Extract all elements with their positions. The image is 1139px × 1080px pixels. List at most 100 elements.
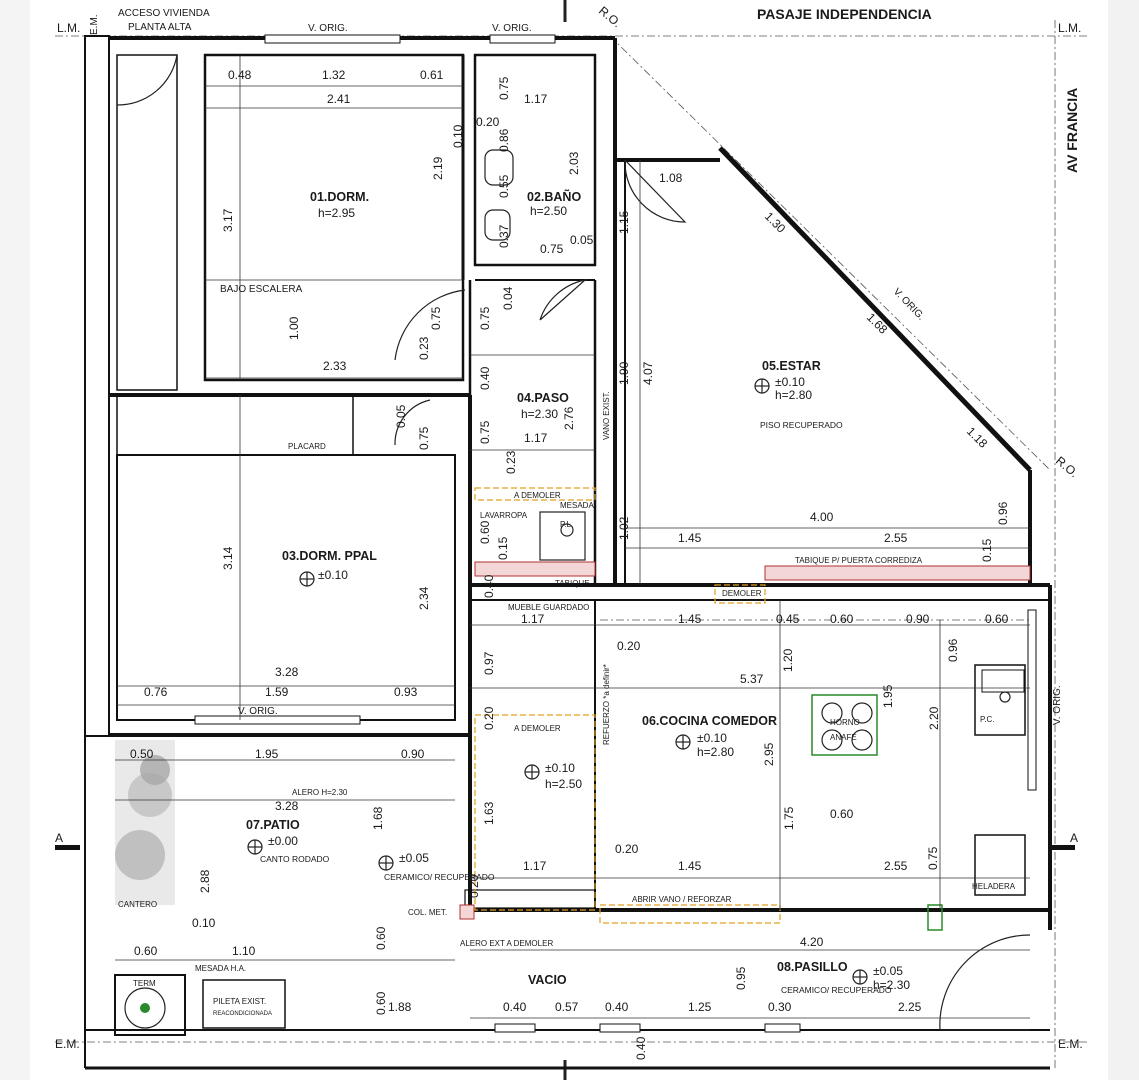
dimension-value: 4.00 bbox=[810, 510, 834, 524]
dimension-value: 0.96 bbox=[996, 501, 1010, 525]
mueble-label: MUEBLE GUARDADO bbox=[508, 603, 589, 612]
a-demoler-1: A DEMOLER bbox=[514, 491, 561, 500]
dimension-value: 0.90 bbox=[401, 747, 425, 761]
dimension-value: 1.25 bbox=[688, 1000, 712, 1014]
room-level: ±0.10 bbox=[318, 568, 348, 582]
room-name: 08.PASILLO bbox=[777, 960, 848, 974]
dimension-value: 1.45 bbox=[678, 859, 702, 873]
dimension-value: 2.88 bbox=[198, 869, 212, 893]
interior-walls bbox=[114, 53, 1026, 1036]
kitchen-fixtures bbox=[124, 149, 1025, 1029]
dimension-value: 1.88 bbox=[388, 1000, 412, 1014]
section-marks bbox=[55, 845, 1075, 850]
dimension-value: 1.95 bbox=[881, 684, 895, 708]
dimension-value: 0.93 bbox=[394, 685, 418, 699]
level-symbols bbox=[247, 378, 868, 985]
dimension-value: 0.60 bbox=[830, 612, 854, 626]
dimension-lines bbox=[115, 55, 1030, 1019]
room-level: ±0.05 bbox=[873, 964, 903, 978]
dimension-value: 0.30 bbox=[768, 1000, 792, 1014]
extra-level: ±0.10 bbox=[545, 761, 575, 775]
room-note: CANTO RODADO bbox=[260, 854, 330, 864]
vano-exist-label: VANO EXIST. bbox=[602, 391, 611, 440]
dimension-value: 3.17 bbox=[221, 208, 235, 232]
dimension-value: 3.14 bbox=[221, 546, 235, 570]
patio-plants bbox=[115, 740, 175, 905]
demolition-zones bbox=[474, 487, 1030, 924]
term-label: TERM bbox=[133, 979, 156, 988]
dimension-value: 0.45 bbox=[776, 612, 800, 626]
demoler-label: DEMOLER bbox=[722, 589, 762, 598]
dimension-value: 0.90 bbox=[906, 612, 930, 626]
dimension-value: 0.40 bbox=[482, 574, 496, 598]
mesada-label: MESADA bbox=[560, 501, 594, 510]
dimension-value: 0.60 bbox=[985, 612, 1009, 626]
dimension-value: 1.45 bbox=[678, 612, 702, 626]
col-met-label: COL. MET. bbox=[408, 908, 447, 917]
room-level: ±0.00 bbox=[268, 834, 298, 848]
cantero-label: CANTERO bbox=[118, 900, 157, 909]
dimension-value: 1.02 bbox=[617, 516, 631, 540]
dimension-value: 0.60 bbox=[374, 991, 388, 1015]
street-right: AV FRANCIA bbox=[1064, 88, 1080, 173]
dimension-value: 0.50 bbox=[130, 747, 154, 761]
acceso-label: ACCESO VIVIENDA bbox=[118, 8, 210, 19]
em-left: E.M. bbox=[55, 1037, 80, 1051]
room-note: PISO RECUPERADO bbox=[760, 420, 843, 430]
tabique-label: TABIQUE bbox=[555, 579, 590, 588]
dimension-value: 1.95 bbox=[255, 747, 279, 761]
dimension-value: 0.48 bbox=[228, 68, 252, 82]
dimension-value: 0.55 bbox=[497, 174, 511, 198]
tabique-puerta-label: TABIQUE P/ PUERTA CORREDIZA bbox=[795, 556, 923, 565]
dimension-value: 1.68 bbox=[371, 806, 385, 830]
dimension-value: 0.57 bbox=[555, 1000, 579, 1014]
dimension-value: 1.15 bbox=[617, 210, 631, 234]
dimension-value: 0.97 bbox=[482, 651, 496, 675]
extra-note: CERAMICO/ RECUPERADO bbox=[384, 872, 495, 882]
lavarropa-label: LAVARROPA bbox=[480, 511, 528, 520]
dimension-value: 0.20 bbox=[617, 639, 641, 653]
outer-walls bbox=[84, 35, 1052, 1070]
room-height: h=2.80 bbox=[697, 745, 734, 759]
dimension-value: 3.28 bbox=[275, 799, 299, 813]
dimension-value: 3.28 bbox=[275, 665, 299, 679]
dimension-value: 1.10 bbox=[232, 944, 256, 958]
room-name: 02.BAÑO bbox=[527, 189, 581, 204]
dimension-value: 0.20 bbox=[615, 842, 639, 856]
dimension-value: 0.23 bbox=[504, 450, 518, 474]
dimension-value: 0.75 bbox=[417, 426, 431, 450]
a-demoler-2: A DEMOLER bbox=[514, 724, 561, 733]
room-labels: 01.DORM. h=2.95 02.BAÑO h=2.50 03.DORM. … bbox=[246, 189, 910, 995]
dimension-value: 5.37 bbox=[740, 672, 764, 686]
dimension-value: 0.37 bbox=[497, 224, 511, 248]
dimension-value: 0.75 bbox=[540, 242, 564, 256]
dimension-value: 1.90 bbox=[617, 361, 631, 385]
room-name: 05.ESTAR bbox=[762, 359, 821, 373]
dimension-value: 1.75 bbox=[782, 806, 796, 830]
room-name: 06.COCINA COMEDOR bbox=[642, 714, 777, 728]
dimension-value: 2.55 bbox=[884, 859, 908, 873]
dimension-value: 0.75 bbox=[926, 846, 940, 870]
street-top: PASAJE INDEPENDENCIA bbox=[757, 6, 932, 22]
room-height: h=2.95 bbox=[318, 206, 355, 220]
room-note: CERAMICO/ RECUPERADO bbox=[781, 985, 892, 995]
room-name: 03.DORM. PPAL bbox=[282, 549, 377, 563]
lm-left: L.M. bbox=[57, 21, 80, 35]
dimension-value: 1.17 bbox=[524, 431, 548, 445]
dimension-value: 0.75 bbox=[478, 420, 492, 444]
dimension-value: 1.32 bbox=[322, 68, 346, 82]
dimension-value: 0.86 bbox=[497, 128, 511, 152]
dimension-value: 4.07 bbox=[641, 361, 655, 385]
room-name: 07.PATIO bbox=[246, 818, 300, 832]
windows bbox=[194, 34, 1037, 1033]
pl-label: P.L. bbox=[560, 520, 573, 529]
dimension-value: 1.20 bbox=[781, 648, 795, 672]
dimension-value: 2.25 bbox=[898, 1000, 922, 1014]
pileta-label: PILETA EXIST. bbox=[213, 997, 266, 1006]
v-orig-4: V. ORIG. bbox=[1052, 685, 1063, 725]
v-orig-2: V. ORIG. bbox=[492, 23, 532, 34]
extra-level: ±0.05 bbox=[399, 851, 429, 865]
dimension-value: 0.60 bbox=[134, 944, 158, 958]
dimension-value: 2.41 bbox=[327, 92, 351, 106]
